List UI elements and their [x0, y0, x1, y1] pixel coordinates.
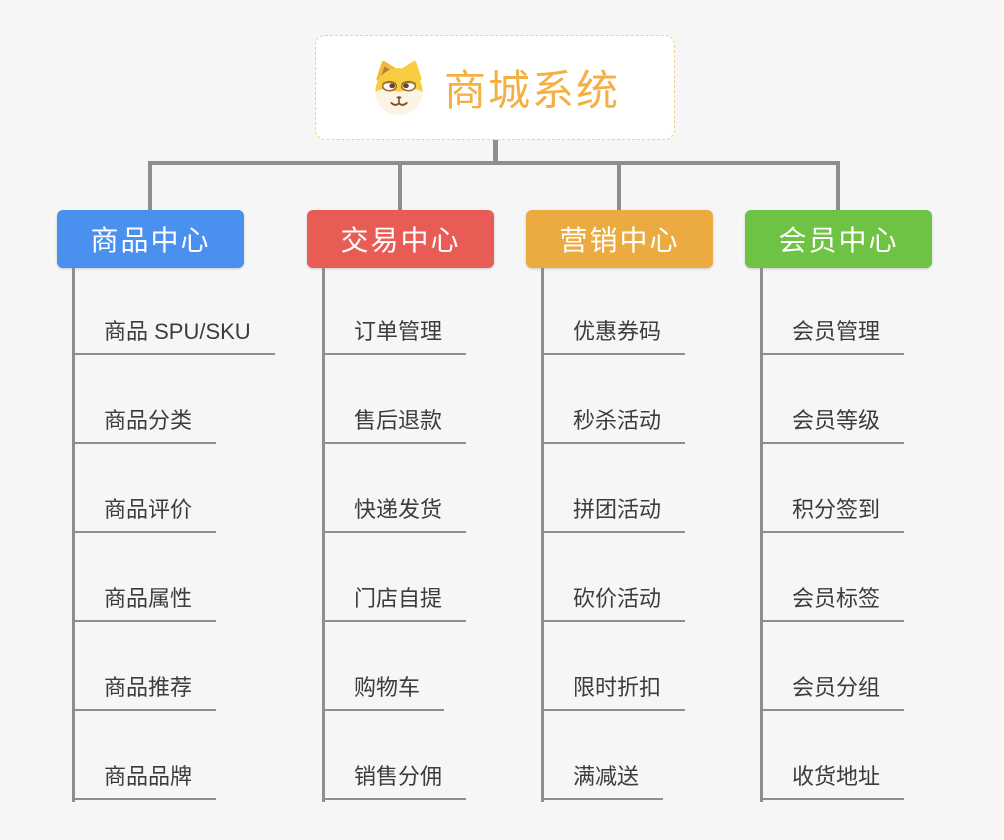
column-line [322, 268, 325, 802]
leaf-node[interactable]: 购物车 [322, 671, 445, 711]
leaf-node[interactable]: 砍价活动 [541, 582, 686, 622]
leaf-column-trade-center: 订单管理售后退款快递发货门店自提购物车销售分佣 [322, 268, 562, 808]
leaf-node[interactable]: 售后退款 [322, 404, 467, 444]
connector-drop-products [148, 161, 152, 211]
leaf-node[interactable]: 商品属性 [72, 582, 217, 622]
leaf-node[interactable]: 销售分佣 [322, 760, 467, 800]
leaf-node[interactable]: 满减送 [541, 760, 664, 800]
dog-face-icon [370, 59, 428, 117]
leaf-node[interactable]: 优惠券码 [541, 315, 686, 355]
leaf-node[interactable]: 积分签到 [760, 493, 905, 533]
leaf-node[interactable]: 商品品牌 [72, 760, 217, 800]
column-line [541, 268, 544, 802]
leaf-node[interactable]: 商品评价 [72, 493, 217, 533]
connector-horizontal-line [148, 161, 840, 165]
connector-drop-trade [398, 161, 402, 211]
root-node[interactable]: 商城系统 [315, 35, 675, 140]
leaf-node[interactable]: 商品 SPU/SKU [72, 315, 275, 355]
leaf-node[interactable]: 商品推荐 [72, 671, 217, 711]
branch-box-marketing-center[interactable]: 营销中心 [526, 210, 713, 268]
leaf-node[interactable]: 限时折扣 [541, 671, 686, 711]
root-label: 商城系统 [443, 67, 620, 114]
leaf-node[interactable]: 快递发货 [322, 493, 467, 533]
leaf-column-product-center: 商品 SPU/SKU 商品分类商品评价商品属性商品推荐商品品牌 [72, 268, 312, 808]
leaf-node[interactable]: 会员管理 [760, 315, 905, 355]
branch-box-trade-center[interactable]: 交易中心 [307, 210, 494, 268]
connector-drop-marketing [617, 161, 621, 211]
column-line [72, 268, 75, 802]
leaf-column-member-center: 会员管理会员等级积分签到会员标签会员分组收货地址 [760, 268, 1000, 808]
leaf-node[interactable]: 会员等级 [760, 404, 905, 444]
branch-box-product-center[interactable]: 商品中心 [57, 210, 244, 268]
connector-root-stem [493, 140, 498, 165]
leaf-node[interactable]: 秒杀活动 [541, 404, 686, 444]
leaf-node[interactable]: 收货地址 [760, 760, 905, 800]
branch-box-member-center[interactable]: 会员中心 [745, 210, 932, 268]
leaf-column-marketing-center: 优惠券码秒杀活动拼团活动砍价活动限时折扣满减送 [541, 268, 781, 808]
column-line [760, 268, 763, 802]
leaf-node[interactable]: 订单管理 [322, 315, 467, 355]
leaf-node[interactable]: 门店自提 [322, 582, 467, 622]
leaf-node[interactable]: 会员分组 [760, 671, 905, 711]
leaf-node[interactable]: 会员标签 [760, 582, 905, 622]
connector-drop-members [836, 161, 840, 211]
leaf-node[interactable]: 拼团活动 [541, 493, 686, 533]
leaf-node[interactable]: 商品分类 [72, 404, 217, 444]
